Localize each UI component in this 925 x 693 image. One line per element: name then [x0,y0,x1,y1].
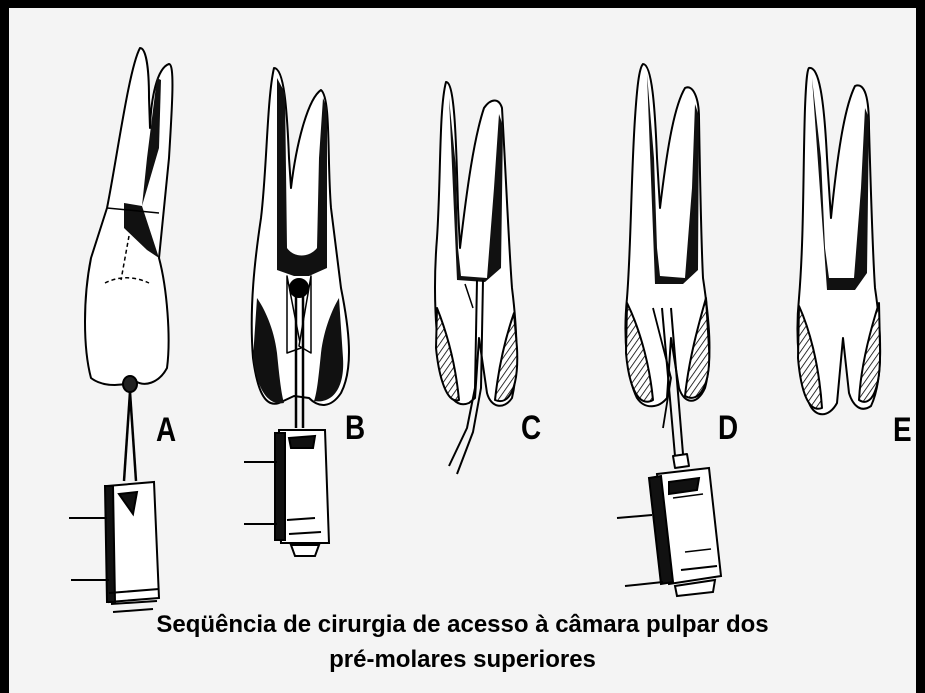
stage-label-a: A [156,413,176,447]
tooth-d [625,64,709,468]
tooth-e [797,68,880,414]
stage-label-c: C [521,411,541,445]
handpiece-a [69,482,159,612]
stage-label-d: D [718,411,738,445]
caption-line-2: pré-molares superiores [9,648,916,672]
handpiece-d [617,468,721,596]
stage-label-b: B [345,411,365,445]
caption-line-1: Seqüência de cirurgia de acesso à câmara… [9,613,916,637]
handpiece-b [244,430,329,556]
tooth-b [252,68,349,428]
tooth-c [435,82,517,474]
stage-label-e: E [893,413,912,447]
premolar-access-diagram [9,8,916,693]
